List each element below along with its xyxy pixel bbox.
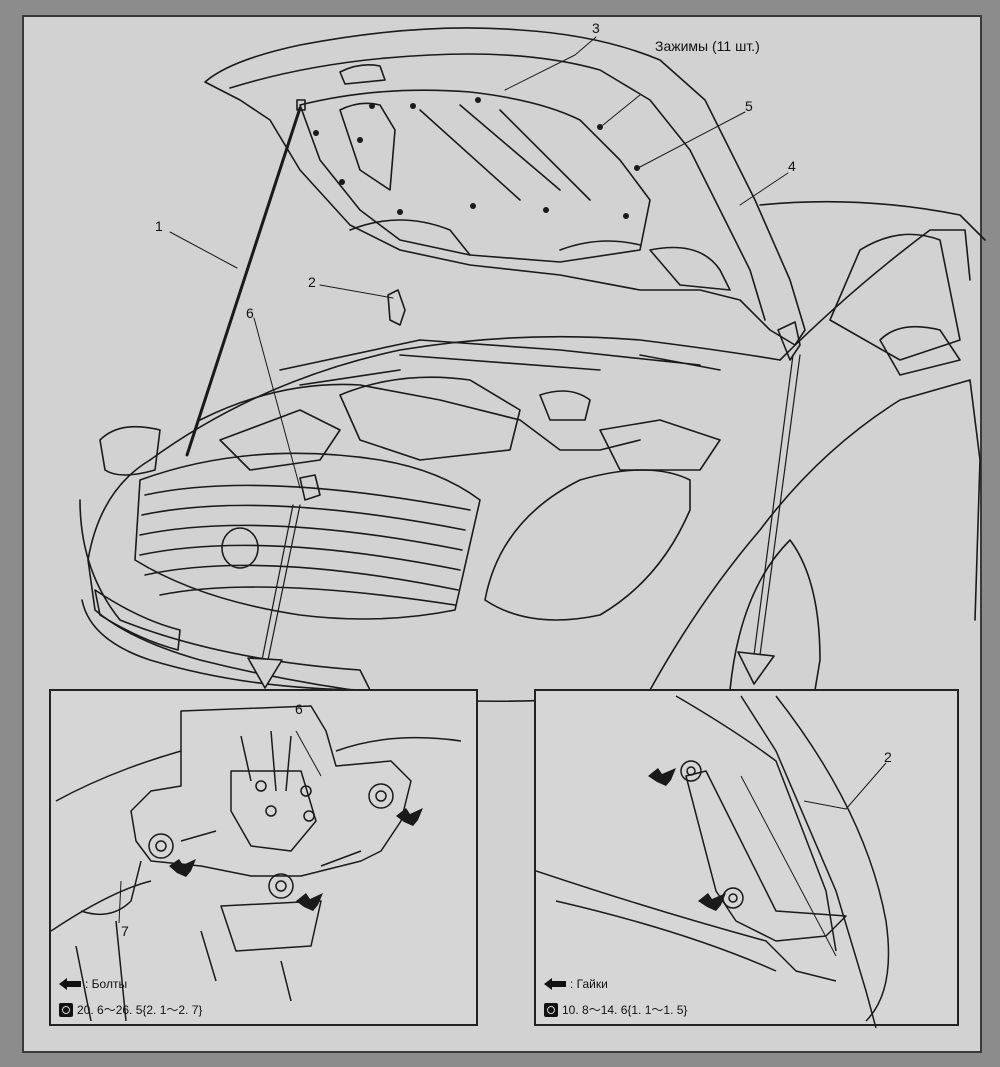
- torque-wrench-icon: [59, 1002, 73, 1017]
- callout-1: 1: [155, 218, 163, 234]
- inset-hinge: 2 : Гайки 10. 8～14. 6{1. 1～1. 5}: [534, 689, 959, 1028]
- nuts-torque-value: 10. 8～14. 6{1. 1～1. 5}: [562, 1003, 688, 1017]
- callout-5: 5: [745, 98, 753, 114]
- callout-2: 2: [308, 274, 316, 290]
- bolts-legend: : Болты: [59, 977, 127, 991]
- nuts-legend: : Гайки: [544, 977, 608, 991]
- bolts-torque-spec: 20. 6～26. 5{2. 1～2. 7}: [59, 1001, 202, 1018]
- callout-4: 4: [788, 158, 796, 174]
- bolts-label: : Болты: [85, 977, 128, 991]
- hood-lock-illustration: [51, 705, 462, 1022]
- torque-wrench-icon: [544, 1002, 558, 1017]
- nuts-torque-spec: 10. 8～14. 6{1. 1～1. 5}: [544, 1001, 687, 1018]
- nuts-label: : Гайки: [570, 977, 608, 991]
- callout-6: 6: [246, 305, 254, 321]
- callout-6-inset: 6: [295, 701, 303, 717]
- inset-hood-lock: 6 7 : Болты 20. 6～26. 5{2. 1～2. 7}: [49, 689, 478, 1026]
- bolts-torque-value: 20. 6～26. 5{2. 1～2. 7}: [77, 1003, 203, 1017]
- arrow-left-icon: [59, 978, 81, 990]
- callout-7: 7: [121, 923, 129, 939]
- callout-3: 3: [592, 20, 600, 36]
- clips-label: Зажимы (11 шт.): [655, 38, 760, 54]
- hood-hinge-illustration: [536, 695, 890, 1028]
- arrow-left-icon: [544, 978, 566, 990]
- callout-2-inset: 2: [884, 749, 892, 765]
